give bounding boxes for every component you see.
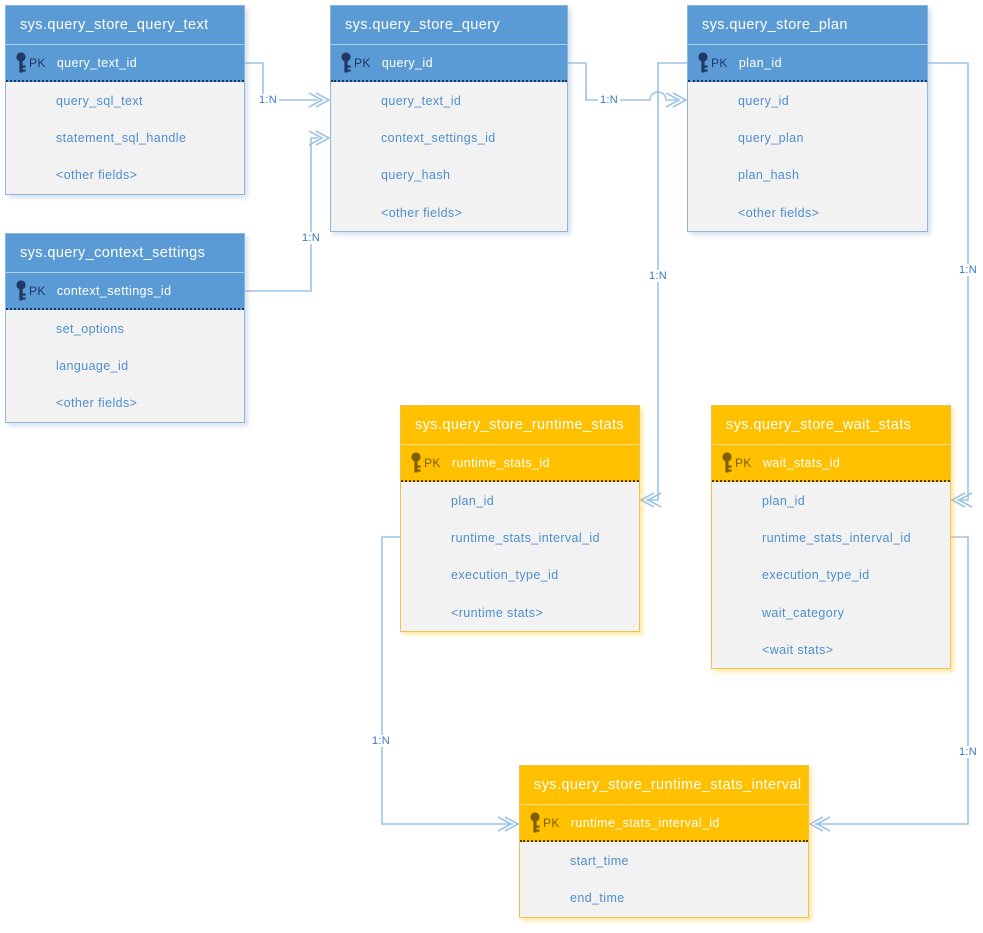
field-row: query_plan bbox=[738, 130, 804, 145]
table-query-context-settings: sys.query_context_settings PK context_se… bbox=[5, 233, 245, 423]
table-body: start_time end_time bbox=[520, 842, 808, 917]
field-row: end_time bbox=[570, 890, 625, 905]
table-body: plan_id runtime_stats_interval_id execut… bbox=[712, 482, 950, 669]
field-row: query_sql_text bbox=[56, 93, 143, 108]
connector-line bbox=[381, 536, 513, 825]
primary-key-icon bbox=[722, 451, 732, 472]
pk-label: PK bbox=[29, 283, 46, 298]
table-query-store-query-text: sys.query_store_query_text PK query_text… bbox=[5, 5, 245, 195]
pk-field-name: plan_id bbox=[738, 55, 782, 70]
field-row: execution_type_id bbox=[762, 568, 870, 583]
table-title: sys.query_store_runtime_stats bbox=[401, 406, 639, 444]
field-row: start_time bbox=[570, 853, 629, 868]
table-title: sys.query_store_query bbox=[331, 6, 567, 44]
cardinality-label: 1:N bbox=[646, 270, 670, 282]
table-title: sys.query_store_runtime_stats_interval bbox=[520, 766, 808, 804]
field-row: statement_sql_handle bbox=[56, 130, 187, 145]
table-body: query_id query_plan plan_hash <other fie… bbox=[688, 82, 927, 232]
primary-key-icon bbox=[16, 51, 26, 72]
pk-field-name: runtime_stats_id bbox=[451, 455, 550, 470]
table-body: query_text_id context_settings_id query_… bbox=[331, 82, 567, 232]
connector-line bbox=[245, 62, 318, 101]
open-arrow-icon bbox=[308, 130, 331, 146]
pk-field-name: wait_stats_id bbox=[762, 455, 841, 470]
pk-label: PK bbox=[354, 55, 371, 70]
cardinality-label: 1:N bbox=[956, 264, 980, 276]
table-query-store-wait-stats: sys.query_store_wait_stats PK wait_stats… bbox=[711, 405, 951, 670]
table-title: sys.query_store_query_text bbox=[6, 6, 244, 44]
open-arrow-icon bbox=[665, 92, 688, 108]
open-arrow-icon bbox=[497, 816, 520, 832]
pk-field-name: query_id bbox=[381, 55, 433, 70]
connector-line bbox=[245, 137, 318, 292]
primary-key-row: PK query_text_id bbox=[6, 44, 244, 82]
field-row: <other fields> bbox=[56, 168, 138, 183]
field-row: runtime_stats_interval_id bbox=[762, 530, 911, 545]
pk-label: PK bbox=[29, 55, 46, 70]
pk-field-name: context_settings_id bbox=[56, 283, 172, 298]
open-arrow-icon bbox=[950, 492, 973, 508]
table-title: sys.query_store_wait_stats bbox=[712, 406, 950, 444]
open-arrow-icon bbox=[639, 492, 662, 508]
cardinality-label: 1:N bbox=[369, 735, 393, 747]
field-row: execution_type_id bbox=[451, 568, 559, 583]
field-row: query_hash bbox=[381, 168, 451, 183]
field-row: query_id bbox=[738, 93, 790, 108]
field-row: runtime_stats_interval_id bbox=[451, 530, 600, 545]
table-body: query_sql_text statement_sql_handle <oth… bbox=[6, 82, 244, 194]
table-query-store-runtime-stats-interval: sys.query_store_runtime_stats_interval P… bbox=[519, 765, 809, 918]
primary-key-row: PK wait_stats_id bbox=[712, 444, 950, 482]
field-row: <runtime stats> bbox=[451, 605, 544, 620]
pk-label: PK bbox=[424, 455, 441, 470]
table-query-store-plan: sys.query_store_plan PK plan_id query_id… bbox=[687, 5, 928, 233]
primary-key-icon bbox=[16, 279, 26, 300]
pk-label: PK bbox=[735, 455, 752, 470]
field-row: <other fields> bbox=[381, 205, 463, 220]
field-row: context_settings_id bbox=[381, 130, 496, 145]
table-title: sys.query_context_settings bbox=[6, 234, 244, 272]
pk-field-name: query_text_id bbox=[56, 55, 138, 70]
pk-label: PK bbox=[711, 55, 728, 70]
field-row: <other fields> bbox=[738, 205, 820, 220]
connector-line bbox=[928, 62, 969, 501]
primary-key-icon bbox=[411, 451, 421, 472]
cardinality-label: 1:N bbox=[956, 746, 980, 758]
connector-line bbox=[568, 62, 676, 101]
field-row: wait_category bbox=[762, 605, 845, 620]
field-row: plan_hash bbox=[738, 168, 800, 183]
table-body: set_options language_id <other fields> bbox=[6, 310, 244, 422]
pk-label: PK bbox=[543, 815, 560, 830]
table-query-store-query: sys.query_store_query PK query_id query_… bbox=[330, 5, 568, 233]
field-row: <wait stats> bbox=[762, 642, 834, 657]
pk-field-name: runtime_stats_interval_id bbox=[570, 815, 720, 830]
field-row: query_text_id bbox=[381, 93, 462, 108]
field-row: plan_id bbox=[762, 493, 806, 508]
open-arrow-icon bbox=[308, 92, 331, 108]
connector-line bbox=[815, 536, 969, 825]
primary-key-icon bbox=[698, 51, 708, 72]
field-row: <other fields> bbox=[56, 396, 138, 411]
open-arrow-icon bbox=[808, 816, 831, 832]
primary-key-icon bbox=[530, 811, 540, 832]
table-body: plan_id runtime_stats_interval_id execut… bbox=[401, 482, 639, 632]
primary-key-row: PK runtime_stats_id bbox=[401, 444, 639, 482]
primary-key-row: PK query_id bbox=[331, 44, 567, 82]
table-query-store-runtime-stats: sys.query_store_runtime_stats PK runtime… bbox=[400, 405, 640, 633]
cardinality-label: 1:N bbox=[299, 232, 323, 244]
field-row: language_id bbox=[56, 358, 129, 373]
primary-key-row: PK plan_id bbox=[688, 44, 927, 82]
field-row: plan_id bbox=[451, 493, 495, 508]
primary-key-row: PK runtime_stats_interval_id bbox=[520, 804, 808, 842]
table-title: sys.query_store_plan bbox=[688, 6, 927, 44]
cardinality-label: 1:N bbox=[597, 94, 621, 106]
primary-key-row: PK context_settings_id bbox=[6, 272, 244, 310]
field-row: set_options bbox=[56, 321, 125, 336]
primary-key-icon bbox=[341, 51, 351, 72]
cardinality-label: 1:N bbox=[256, 94, 280, 106]
